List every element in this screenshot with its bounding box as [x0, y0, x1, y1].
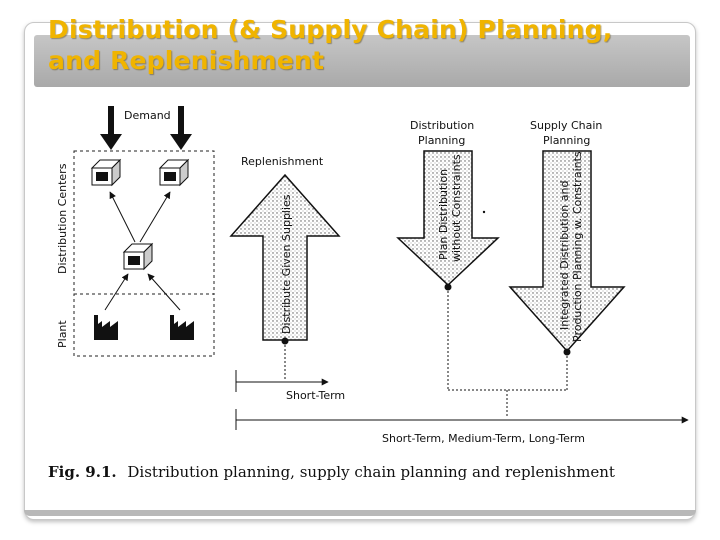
plant-to-dc-arrows [104, 273, 181, 311]
warehouse-icon [122, 242, 154, 271]
time-horizon-axis [235, 409, 689, 430]
demand-label: Demand [124, 109, 171, 122]
supply-chain-planning-label-2: Planning [543, 134, 590, 147]
warehouse-icon [90, 158, 122, 187]
slide-title: Distribution (& Supply Chain) Planning, … [48, 14, 698, 76]
distribute-given-supplies-label: Distribute Given Supplies [280, 194, 293, 334]
dc-flow-arrows [109, 191, 171, 243]
distribution-planning-label-1: Distribution [410, 119, 474, 132]
short-term-label: Short-Term [286, 389, 345, 402]
title-line-2: and Replenishment [48, 46, 325, 75]
demand-arrows [100, 106, 192, 150]
distribution-centers-box [73, 150, 215, 295]
warehouse-icon [158, 158, 190, 187]
replenishment-arrow [229, 173, 341, 341]
stray-dot [482, 210, 486, 214]
distribution-planning-label-2: Planning [418, 134, 465, 147]
connector-lines [284, 291, 568, 418]
slide-bottom-bar [24, 510, 696, 516]
time-horizons-label: Short-Term, Medium-Term, Long-Term [382, 432, 585, 445]
short-term-axis [235, 370, 329, 392]
figure-caption: Fig. 9.1. Distribution planning, supply … [48, 463, 615, 481]
title-bar [34, 35, 690, 87]
plant-box [73, 293, 215, 357]
integrated-planning-label-2: Production Planning w. Constraints [571, 151, 584, 342]
replenishment-label: Replenishment [241, 155, 324, 168]
caption-prefix: Fig. 9.1. [48, 463, 117, 481]
distribution-planning-marker [444, 283, 452, 291]
supply-chain-planning-marker [563, 348, 571, 356]
distribution-centers-label: Distribution Centers [56, 163, 69, 274]
caption-text: Distribution planning, supply chain plan… [127, 463, 615, 481]
factory-icon [94, 315, 118, 340]
integrated-planning-label-1: Integrated Distribution and [558, 181, 571, 330]
plan-distribution-label-1: Plan Distribution [437, 169, 450, 260]
supply-chain-planning-arrow [508, 150, 626, 353]
plant-label: Plant [56, 320, 69, 348]
replenishment-marker [281, 337, 289, 345]
title-line-1: Distribution (& Supply Chain) Planning, [48, 15, 613, 44]
supply-chain-planning-label-1: Supply Chain [530, 119, 602, 132]
factory-icon [170, 315, 194, 340]
distribution-planning-arrow [396, 150, 500, 287]
plan-distribution-label-2: without Constraints [450, 154, 463, 262]
